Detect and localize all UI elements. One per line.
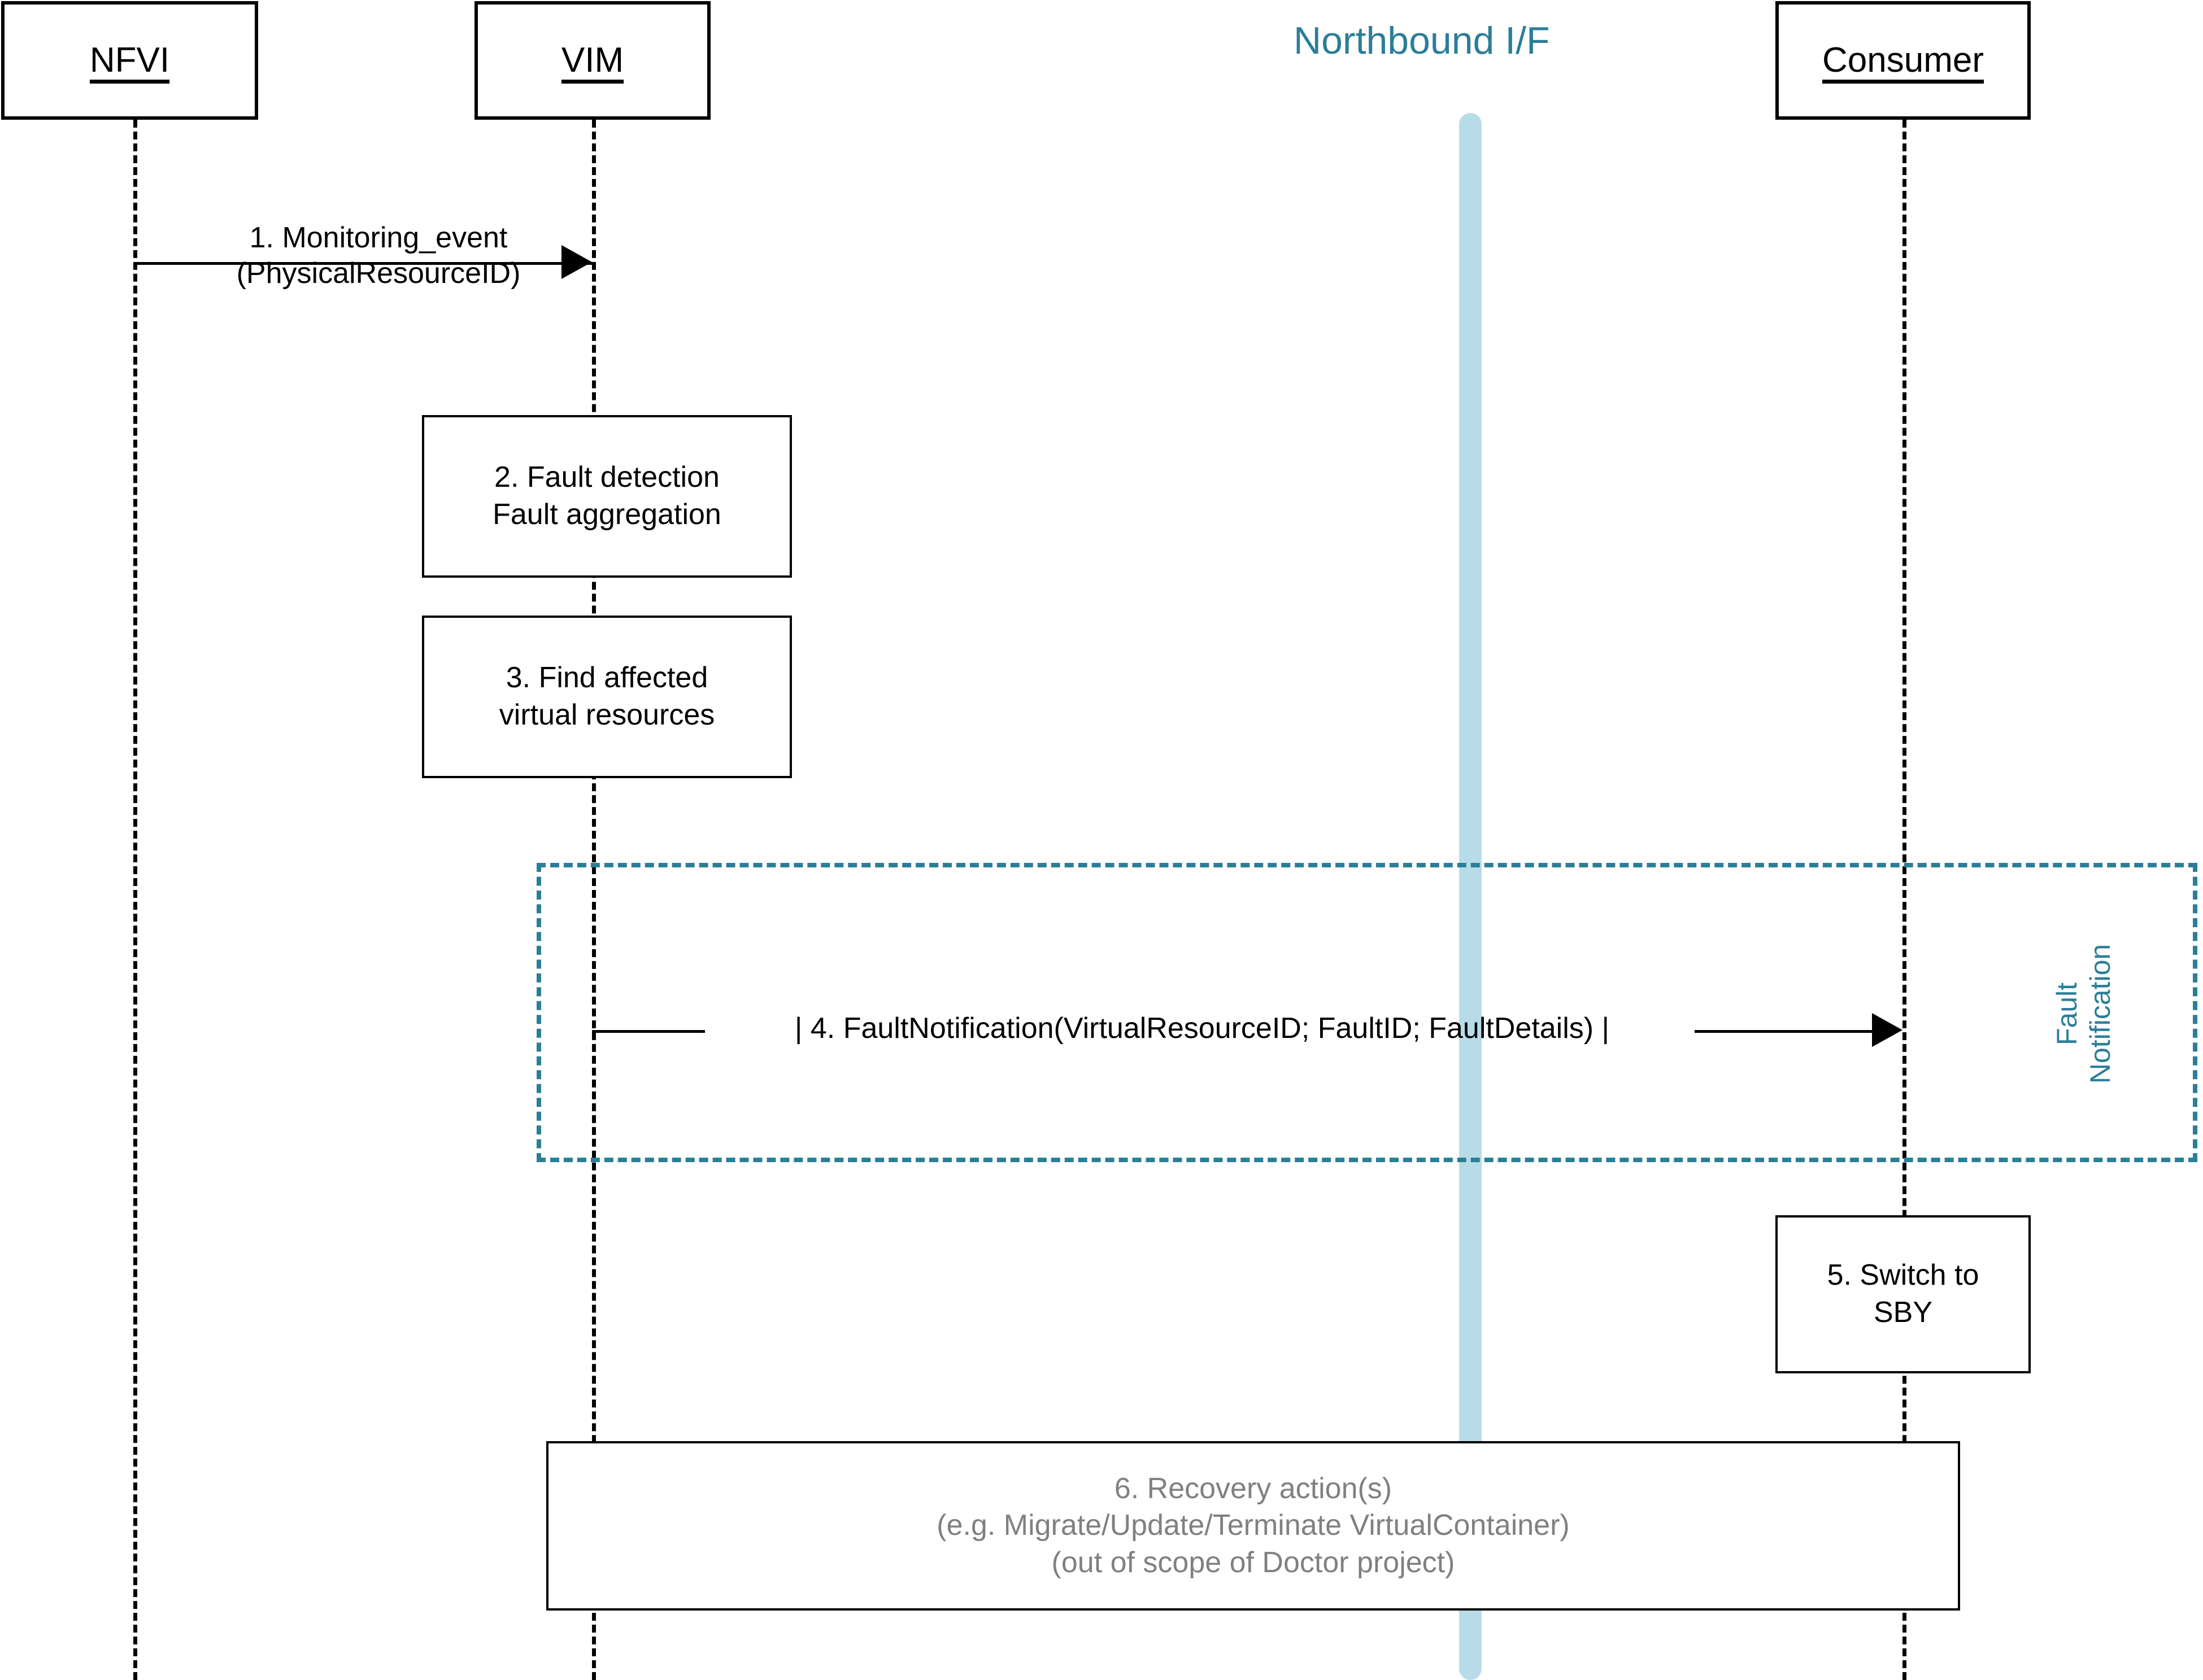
activity-5-line1: 5. Switch to [1827, 1259, 1979, 1292]
lifeline-head-nfvi-label: NFVI [89, 41, 170, 80]
message-1-line [133, 262, 592, 265]
activity-box-3-find-affected-resources[interactable]: 3. Find affected virtual resources [422, 616, 792, 778]
lifeline-head-consumer[interactable]: Consumer [1775, 1, 2031, 120]
message-4-arrowhead [1872, 1013, 1902, 1047]
lifeline-head-vim-label: VIM [561, 41, 624, 80]
lifeline-head-vim[interactable]: VIM [474, 1, 711, 120]
message-1-arrowhead [561, 245, 592, 279]
lifeline-consumer [1902, 120, 1906, 1680]
activity-2-line2: Fault aggregation [493, 498, 721, 531]
message-4-line-right [1695, 1030, 1875, 1033]
lifeline-nfvi [133, 120, 137, 1680]
fragment-fault-notification-label: Fault Notification [2050, 906, 2117, 1121]
message-1-label-line1: 1. Monitoring_event [249, 221, 508, 254]
activity-3-line1: 3. Find affected [506, 661, 708, 695]
activity-box-2-fault-detection[interactable]: 2. Fault detection Fault aggregation [422, 415, 792, 578]
activity-2-line1: 2. Fault detection [494, 461, 720, 494]
activity-box-5-switch-to-sby[interactable]: 5. Switch to SBY [1775, 1215, 2031, 1373]
message-1-label: 1. Monitoring_event (PhysicalResourceID) [203, 220, 554, 292]
northbound-interface-title: Northbound I/F [1294, 19, 1550, 62]
activity-6-line3: (out of scope of Doctor project) [1051, 1546, 1455, 1579]
northbound-interface-bar [1459, 113, 1482, 1680]
fragment-fault-notification[interactable] [537, 863, 2197, 1162]
activity-6-line2: (e.g. Migrate/Update/Terminate VirtualCo… [937, 1509, 1570, 1542]
message-4-line-left [592, 1030, 705, 1033]
message-4-label: | 4. FaultNotification(VirtualResourceID… [794, 1012, 1610, 1045]
fragment-label-line2: Notification [2084, 944, 2116, 1084]
activity-box-6-recovery-actions[interactable]: 6. Recovery action(s) (e.g. Migrate/Upda… [546, 1441, 1960, 1611]
activity-6-line1: 6. Recovery action(s) [1114, 1472, 1392, 1505]
lifeline-vim [592, 120, 596, 1680]
activity-3-line2: virtual resources [499, 699, 715, 731]
lifeline-head-consumer-label: Consumer [1822, 41, 1984, 80]
fragment-label-line1: Fault [2051, 982, 2083, 1045]
message-1-label-line2: (PhysicalResourceID) [236, 257, 521, 290]
lifeline-head-nfvi[interactable]: NFVI [1, 1, 258, 120]
activity-5-line2: SBY [1873, 1296, 1933, 1329]
